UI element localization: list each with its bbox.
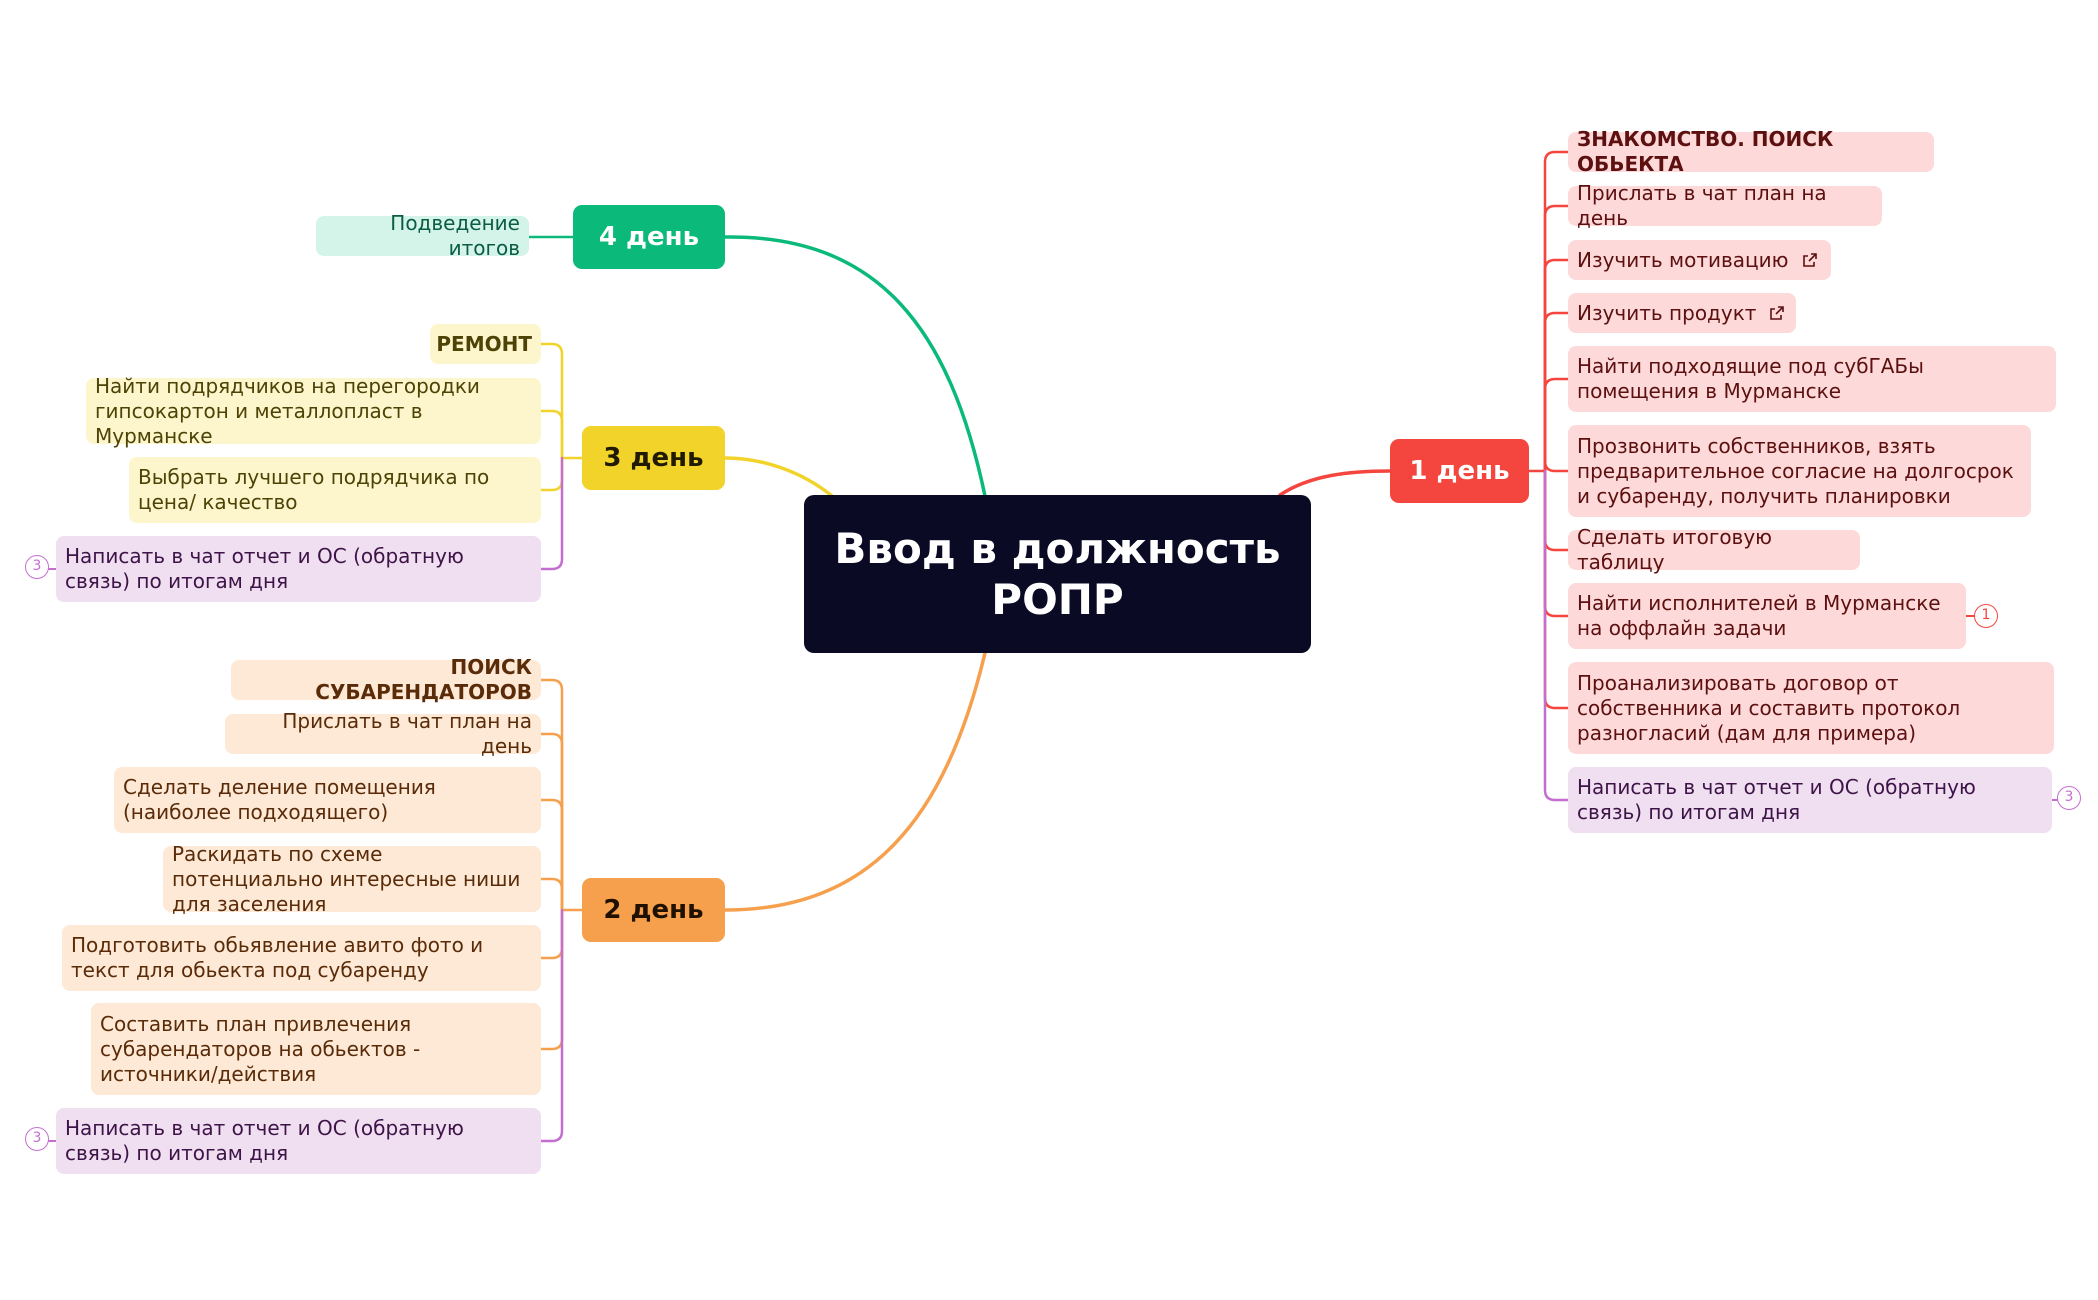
day1-item-text: Написать в чат отчет и ОС (обратную связ… [1577,775,1976,824]
day1-connector [1543,377,1570,473]
day2-node[interactable]: 2 день [582,878,725,942]
day1-connector [1543,311,1570,473]
day1-report-item[interactable]: Написать в чат отчет и ОС (обратную связ… [1568,767,2052,833]
day3-item[interactable]: Выбрать лучшего подрядчика по цена/ каче… [129,457,541,523]
day4-node[interactable]: 4 день [573,205,725,269]
count-badge[interactable]: 3 [2057,786,2081,810]
day1-item[interactable]: Проанализировать договор от собственника… [1568,662,2054,754]
day1-item-text: Проанализировать договор от собственника… [1577,670,1961,745]
day2-item-text: Подготовить обьявление авито фото и текс… [71,933,484,982]
day2-item[interactable]: Раскидать по схеме потенциально интересн… [163,842,541,916]
day2-connector [539,798,564,912]
day4-label: 4 день [598,222,700,252]
day1-item[interactable]: Сделать итоговую таблицу [1568,525,1860,574]
day3-item-text: Выбрать лучшего подрядчика по цена/ каче… [138,465,490,514]
day1-item-text: ЗНАКОМСТВО. ПОИСК ОБЬЕКТА [1577,127,1834,176]
day1-item-text: Прозвонить собственников, взять предвари… [1577,433,2014,508]
day1-connector [1543,469,1570,552]
day2-item[interactable]: Сделать деление помещения (наиболее подх… [114,767,541,833]
external-link-icon[interactable] [1802,253,1817,267]
day1-item[interactable]: Найти подходящие под субГАБы помещения в… [1568,346,2056,412]
day2-item-text: Сделать деление помещения (наиболее подх… [123,775,436,824]
day2-label: 2 день [603,895,704,925]
day2-connector [539,908,564,1143]
branch-line-day2 [723,651,987,912]
day1-item[interactable]: Изучить мотивацию [1568,240,1831,280]
day3-item-text: Найти подрядчиков на перегородки гипсока… [95,373,480,448]
day3-item[interactable]: Найти подрядчиков на перегородки гипсока… [86,374,541,448]
day2-item[interactable]: Прислать в чат план на день [225,709,541,758]
day3-item-text: РЕМОНТ [436,331,532,356]
day2-connector [539,908,564,1051]
count-badge[interactable]: 1 [1974,604,1998,628]
day2-item[interactable]: Подготовить обьявление авито фото и текс… [62,925,541,991]
day3-item-heading[interactable]: РЕМОНТ [430,324,541,364]
day2-item-text: Написать в чат отчет и ОС (обратную связ… [65,1116,464,1165]
day3-report-item[interactable]: Написать в чат отчет и ОС (обратную связ… [56,536,541,602]
day1-item-text: Найти исполнителей в Мурманске на оффлай… [1577,591,1941,640]
day2-connector [539,678,564,912]
day2-item-heading[interactable]: ПОИСК СУБАРЕНДАТОРОВ [231,655,541,704]
day1-item[interactable]: Изучить продукт [1568,293,1796,333]
day3-item-text: Написать в чат отчет и ОС (обратную связ… [65,544,464,593]
branch-line-day4 [723,235,987,498]
day2-connector [539,732,564,912]
day2-item-text: ПОИСК СУБАРЕНДАТОРОВ [315,655,532,704]
day1-connector [1543,460,1570,473]
count-badge[interactable]: 3 [25,1127,49,1151]
day1-connector [1543,150,1570,473]
day1-item-text: Найти подходящие под субГАБы помещения в… [1577,354,1924,403]
count-badge[interactable]: 3 [25,555,49,579]
day2-connector [539,877,564,912]
central-title: Ввод в должность РОПР [834,524,1281,624]
day1-item-text: Изучить мотивацию [1577,247,1789,272]
day2-item-text: Прислать в чат план на день [282,709,532,758]
central-topic[interactable]: Ввод в должность РОПР [804,495,1311,653]
day1-connector [1543,469,1570,710]
day1-item[interactable]: Найти исполнителей в Мурманске на оффлай… [1568,583,1966,649]
day1-connector [1543,469,1570,802]
day1-node[interactable]: 1 день [1390,439,1529,503]
day4-item-text: Подведение итогов [390,211,520,260]
day1-item-text: Изучить продукт [1577,300,1757,325]
day1-connector [1543,258,1570,473]
day3-connector [539,456,564,571]
branch-line-day3 [723,456,834,498]
day2-report-item[interactable]: Написать в чат отчет и ОС (обратную связ… [56,1108,541,1174]
day2-connector [539,908,564,960]
day1-item-text: Прислать в чат план на день [1577,181,1827,230]
external-link-icon[interactable] [1770,306,1785,320]
day2-item-text: Раскидать по схеме потенциально интересн… [172,841,521,916]
day1-connector [1543,204,1570,473]
day3-connector [539,456,564,492]
day3-node[interactable]: 3 день [582,426,725,490]
day2-item-text: Составить план привлечения субарендаторо… [100,1011,421,1086]
day1-item[interactable]: Прислать в чат план на день [1568,181,1882,230]
branch-line-day1 [1278,469,1392,497]
day1-item[interactable]: Прозвонить собственников, взять предвари… [1568,425,2031,517]
day1-connector [1543,469,1570,618]
day1-label: 1 день [1409,456,1510,486]
day2-item[interactable]: Составить план привлечения субарендаторо… [91,1003,541,1095]
day4-item[interactable]: Подведение итогов [316,211,529,260]
day3-label: 3 день [603,443,704,473]
day1-item-text: Сделать итоговую таблицу [1577,525,1773,574]
day3-connector [539,409,564,460]
day3-connector [539,342,564,460]
day1-item-heading[interactable]: ЗНАКОМСТВО. ПОИСК ОБЬЕКТА [1568,127,1934,176]
